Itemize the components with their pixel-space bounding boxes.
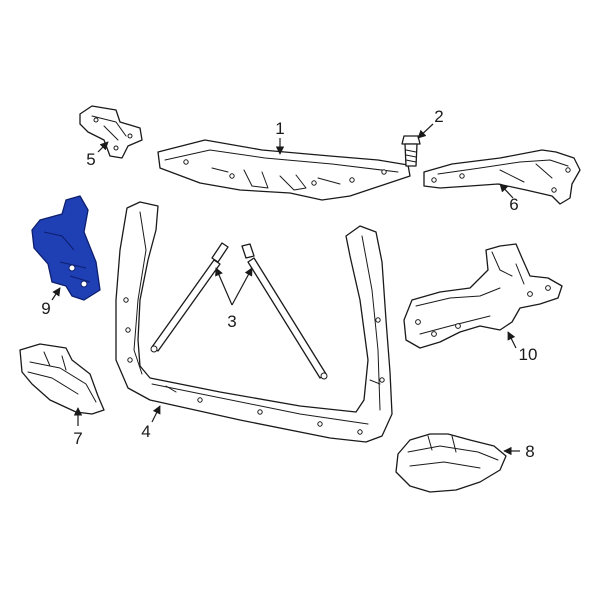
callout-8: 8 <box>525 442 534 461</box>
callout-6: 6 <box>509 195 518 214</box>
leader-4 <box>151 405 161 423</box>
part-5-left-bracket[interactable] <box>79 105 143 159</box>
leader-9 <box>51 287 61 301</box>
leader-3a <box>215 267 233 306</box>
callout-2: 2 <box>434 107 443 126</box>
part-9-highlighted-bracket[interactable] <box>31 195 101 301</box>
callout-1: 1 <box>275 119 284 138</box>
part-3-hood-struts[interactable] <box>150 242 328 380</box>
part-10-right-bracket-assembly[interactable] <box>403 243 563 349</box>
leader-10 <box>507 331 517 349</box>
part-1-upper-crossmember[interactable] <box>157 139 411 201</box>
callout-3: 3 <box>227 312 236 331</box>
leader-2 <box>417 123 434 139</box>
part-2-bolt[interactable] <box>401 135 421 167</box>
callout-labels: 1 2 3 4 5 6 7 8 9 10 <box>41 107 537 461</box>
callout-9: 9 <box>41 299 50 318</box>
callout-4: 4 <box>141 422 150 441</box>
part-7-left-shield[interactable] <box>19 343 105 415</box>
callout-10: 10 <box>519 345 538 364</box>
part-8-right-shield[interactable] <box>395 433 507 493</box>
part-4-radiator-frame[interactable] <box>115 201 393 443</box>
callout-5: 5 <box>86 150 95 169</box>
leader-5 <box>97 141 109 153</box>
leader-3b <box>231 267 253 306</box>
callout-7: 7 <box>73 429 82 448</box>
leader-lines <box>51 123 520 456</box>
leader-6 <box>499 183 514 199</box>
part-6-right-rail[interactable] <box>423 149 581 205</box>
